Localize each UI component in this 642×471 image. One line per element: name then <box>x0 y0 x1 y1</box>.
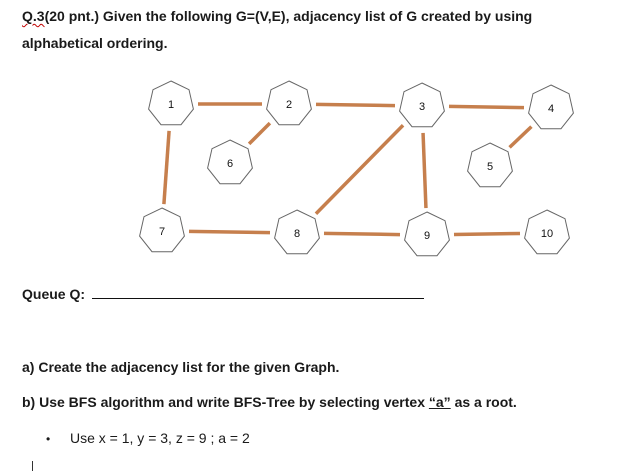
edge-3-9 <box>421 132 428 209</box>
vertex-shape <box>148 80 194 126</box>
vertex-9: 9 <box>404 211 450 257</box>
graph-edges <box>162 102 533 237</box>
question-subtitle: alphabetical ordering. <box>22 35 168 51</box>
edge-5-4 <box>508 125 533 149</box>
question-number: Q.3 <box>22 8 45 24</box>
vertex-label: 7 <box>159 226 165 238</box>
bullet-text: Use x = 1, y = 3, z = 9 ; a = 2 <box>70 430 250 446</box>
vertex-label: 6 <box>227 158 233 170</box>
vertex-label: 4 <box>548 103 554 115</box>
part-b-prefix: b) Use BFS algorithm and write BFS-Tree … <box>22 394 429 410</box>
graph-diagram: 1 2 3 4 5 6 7 8 9 10 <box>139 80 574 257</box>
vertex-shape <box>207 139 253 185</box>
vertex-label: 8 <box>294 228 300 240</box>
vertex-7: 7 <box>139 207 185 253</box>
vertex-label: 5 <box>487 161 493 173</box>
queue-blank-line <box>92 298 424 299</box>
vertex-3: 3 <box>399 82 445 128</box>
vertex-shape <box>266 80 312 126</box>
vertex-5: 5 <box>467 142 513 188</box>
vertex-6: 6 <box>207 139 253 185</box>
vertex-shape <box>524 209 570 255</box>
edge-3-8 <box>314 124 405 215</box>
vertex-shape <box>399 82 445 128</box>
vertex-1: 1 <box>148 80 194 126</box>
part-a-text: a) Create the adjacency list for the giv… <box>22 359 340 375</box>
graph-nodes: 1 2 3 4 5 6 7 8 9 10 <box>139 80 574 257</box>
edge-7-8 <box>188 229 271 235</box>
vertex-10: 10 <box>524 209 570 255</box>
part-b-root: “a” <box>428 394 451 410</box>
edge-3-4 <box>448 104 525 110</box>
vertex-2: 2 <box>266 80 312 126</box>
edge-2-3 <box>315 102 396 108</box>
text-cursor <box>32 461 33 471</box>
question-title: Q.3(20 pnt.) Given the following G=(V,E)… <box>22 8 532 24</box>
part-b-suffix: as a root. <box>450 394 517 410</box>
edge-1-7 <box>162 130 171 205</box>
vertex-label: 10 <box>541 228 553 240</box>
vertex-label: 9 <box>424 230 430 242</box>
vertex-4: 4 <box>528 84 574 130</box>
edge-8-9 <box>323 231 401 237</box>
question-title-text: Given the following G=(V,E), adjacency l… <box>99 8 533 24</box>
vertex-shape <box>467 142 513 188</box>
question-points: (20 pnt.) <box>44 8 100 24</box>
edge-9-10 <box>453 231 521 237</box>
part-b-text: b) Use BFS algorithm and write BFS-Tree … <box>22 394 517 410</box>
vertex-shape <box>404 211 450 257</box>
vertex-shape <box>528 84 574 130</box>
vertex-label: 2 <box>286 99 292 111</box>
edge-2-6 <box>247 121 272 146</box>
vertex-8: 8 <box>274 209 320 255</box>
vertex-label: 1 <box>168 99 174 111</box>
vertex-shape <box>274 209 320 255</box>
vertex-label: 3 <box>419 101 425 113</box>
queue-label: Queue Q: <box>22 286 85 302</box>
queue-label-text: Queue Q: <box>22 286 86 302</box>
vertex-shape <box>139 207 185 253</box>
bullet-icon: • <box>46 432 51 446</box>
